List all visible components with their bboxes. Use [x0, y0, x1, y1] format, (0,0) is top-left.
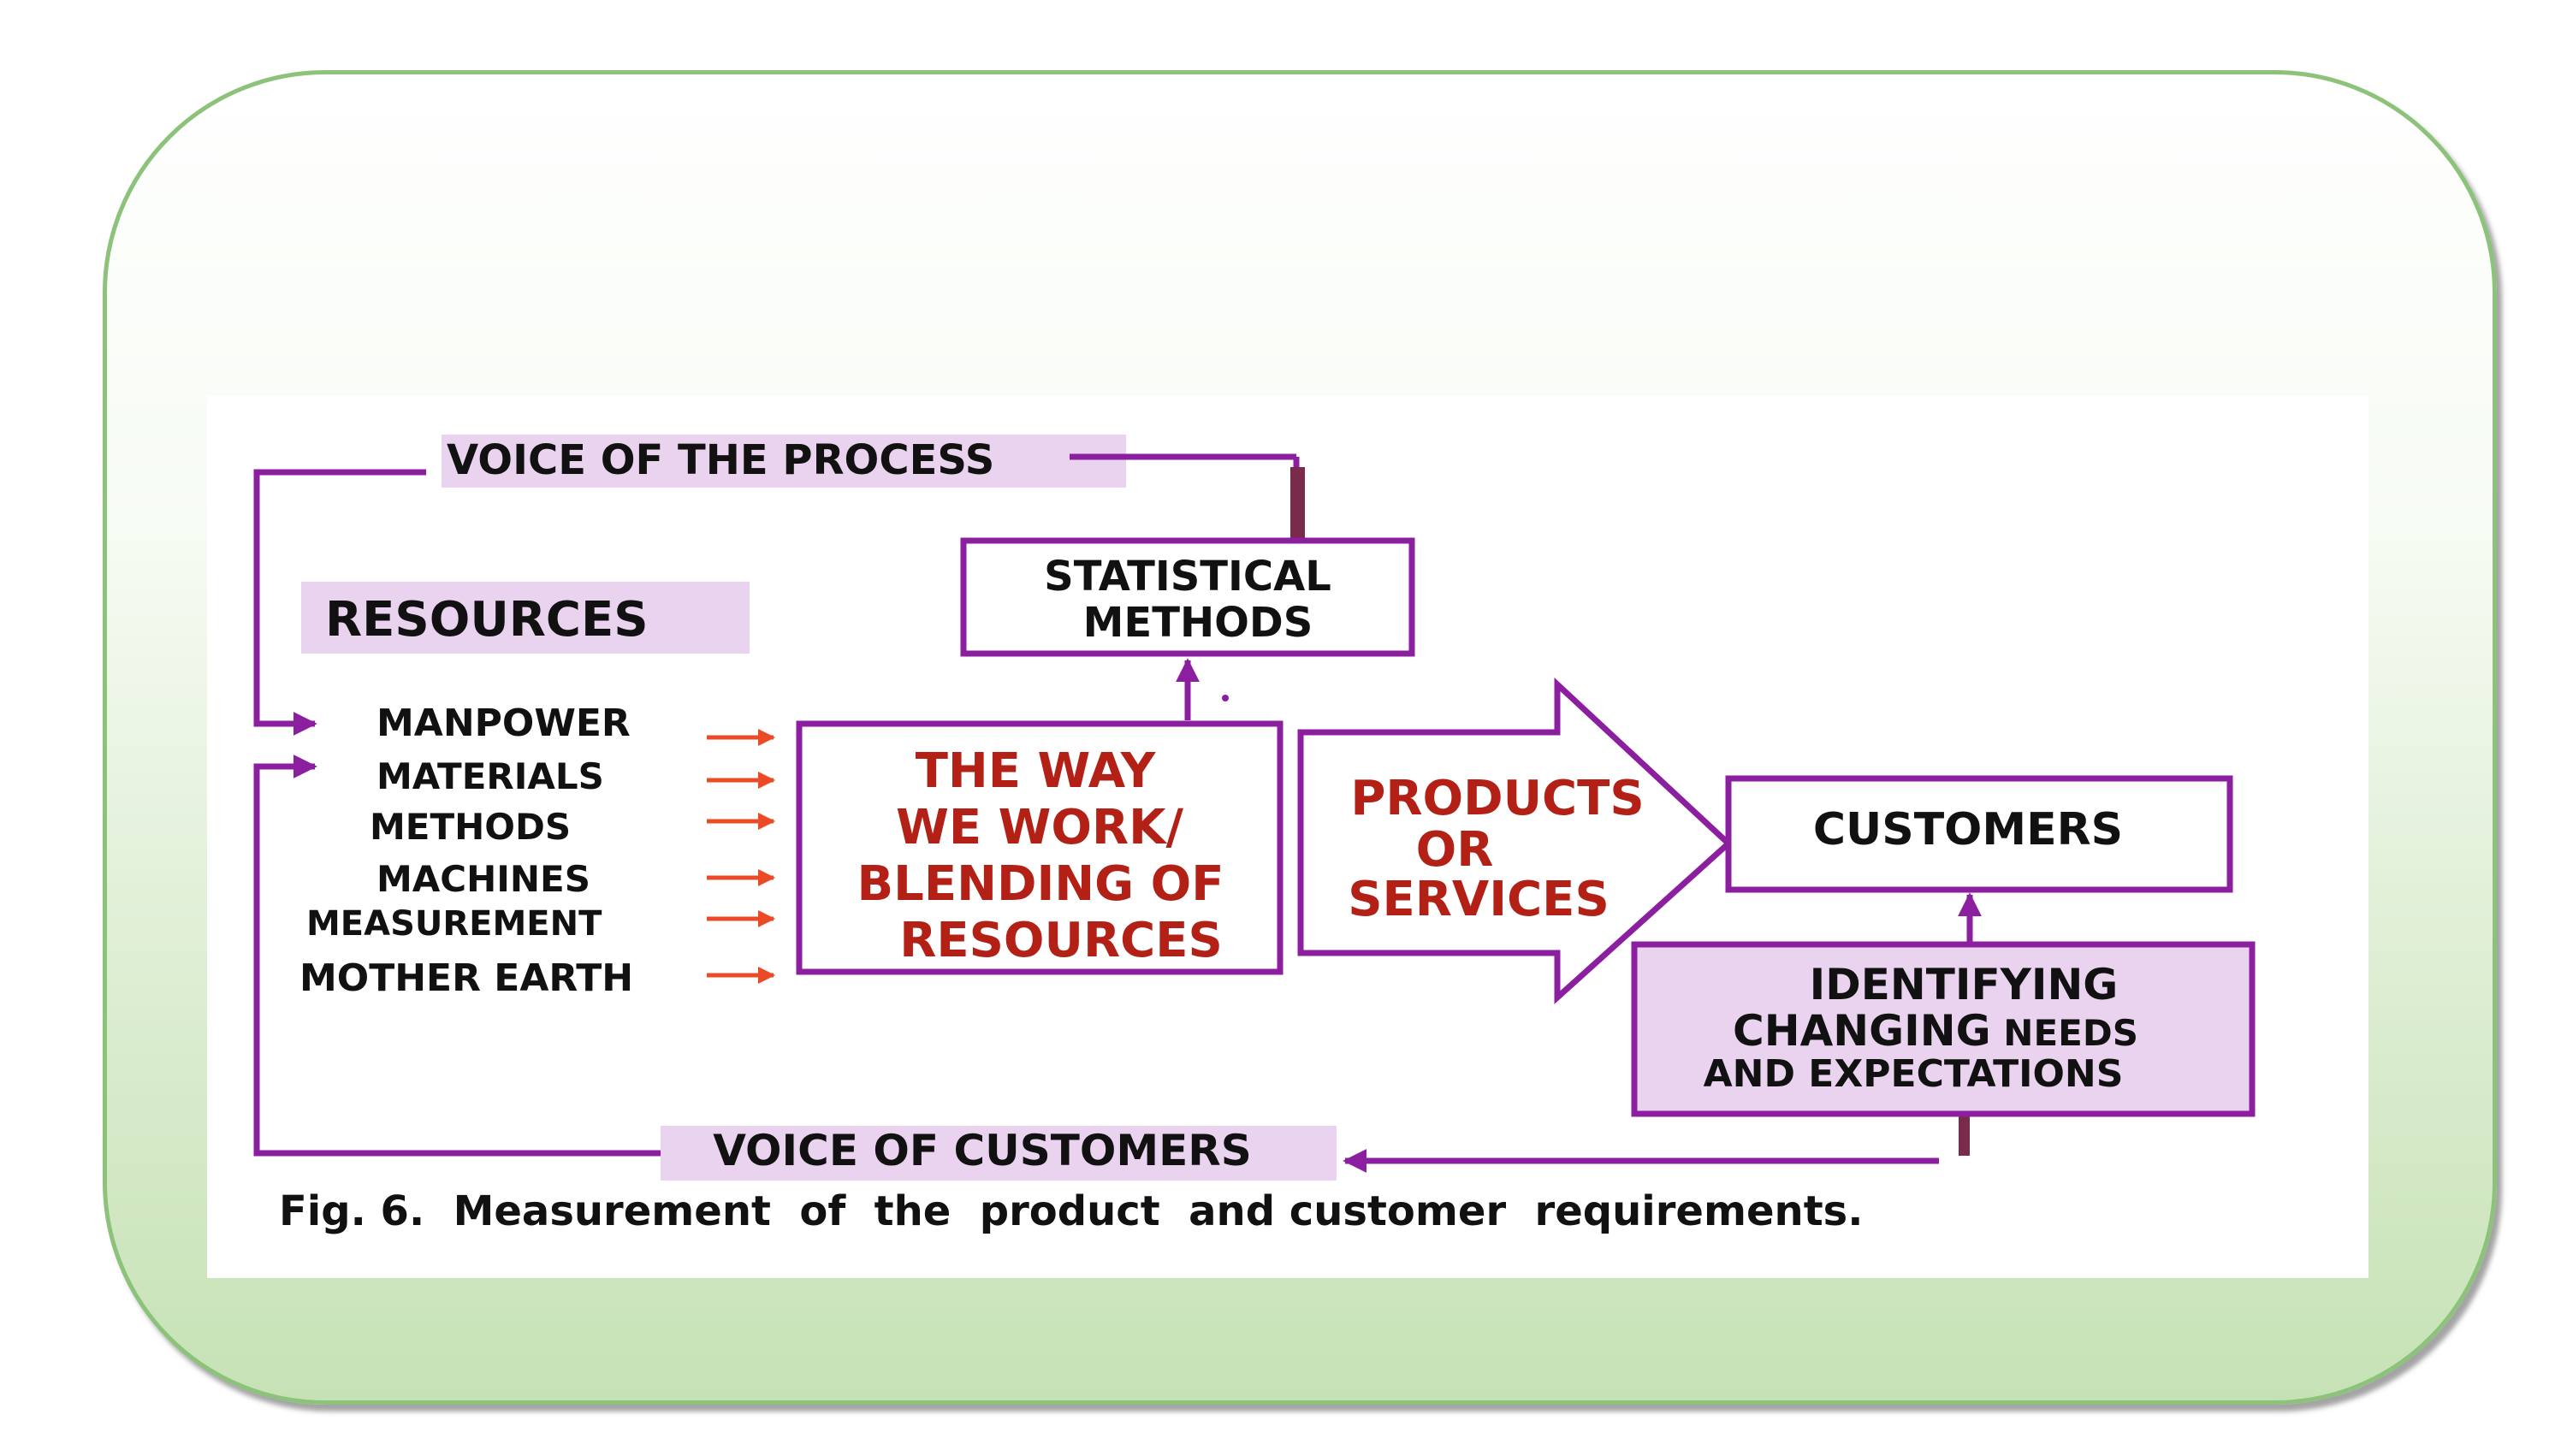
identifying-box	[1631, 941, 2256, 1117]
customers-label: CUSTOMERS	[1813, 804, 2123, 855]
statistical-line2: METHODS	[1083, 599, 1313, 647]
products-block-arrow	[1297, 677, 1734, 1004]
way-we-work-line2: WE WORK/	[896, 800, 1183, 855]
resource-machines: MACHINES	[376, 858, 590, 900]
identify-connector-bar	[1959, 1116, 1970, 1156]
voice-of-process-label: VOICE OF THE PROCESS	[447, 436, 994, 484]
resource-mother-earth: MOTHER EARTH	[299, 956, 633, 1000]
process-feedback-line	[253, 469, 426, 736]
statistical-line1: STATISTICAL	[1044, 553, 1331, 601]
way-we-work-line3: BLENDING OF	[857, 856, 1224, 912]
stat-connector-bar	[1290, 467, 1305, 542]
identifying-changing: CHANGING	[1733, 1006, 1991, 1056]
voice-of-customers-bg	[661, 1126, 1337, 1181]
resources-heading: RESOURCES	[325, 592, 649, 648]
products-line3: SERVICES	[1348, 872, 1610, 927]
customer-feedback-line	[253, 755, 666, 1157]
resource-manpower: MANPOWER	[376, 701, 631, 745]
statistical-methods-box	[960, 537, 1415, 657]
resource-methods: METHODS	[370, 806, 571, 848]
way-we-work-line4: RESOURCES	[899, 913, 1223, 968]
voice-of-process-bg	[442, 435, 1126, 488]
customers-box	[1725, 775, 2233, 893]
products-line2: OR	[1416, 822, 1494, 878]
products-line1: PRODUCTS	[1350, 771, 1644, 826]
resource-materials: MATERIALS	[376, 755, 604, 797]
identifying-line3: AND EXPECTATIONS	[1704, 1052, 2124, 1096]
identifying-needs: NEEDS	[1991, 1012, 2138, 1054]
figure-caption: Fig. 6. Measurement of the product and c…	[279, 1187, 1863, 1235]
way-we-work-line1: THE WAY	[916, 743, 1157, 799]
small-dot	[1222, 695, 1229, 701]
identifying-line1: IDENTIFYING	[1810, 960, 2119, 1009]
identifying-line2: CHANGING NEEDS	[1733, 1006, 2138, 1056]
resource-measurement: MEASUREMENT	[306, 904, 602, 944]
voice-of-customers-label: VOICE OF CUSTOMERS	[713, 1126, 1252, 1175]
resources-heading-bg	[301, 582, 750, 654]
way-we-work-box	[796, 720, 1284, 975]
